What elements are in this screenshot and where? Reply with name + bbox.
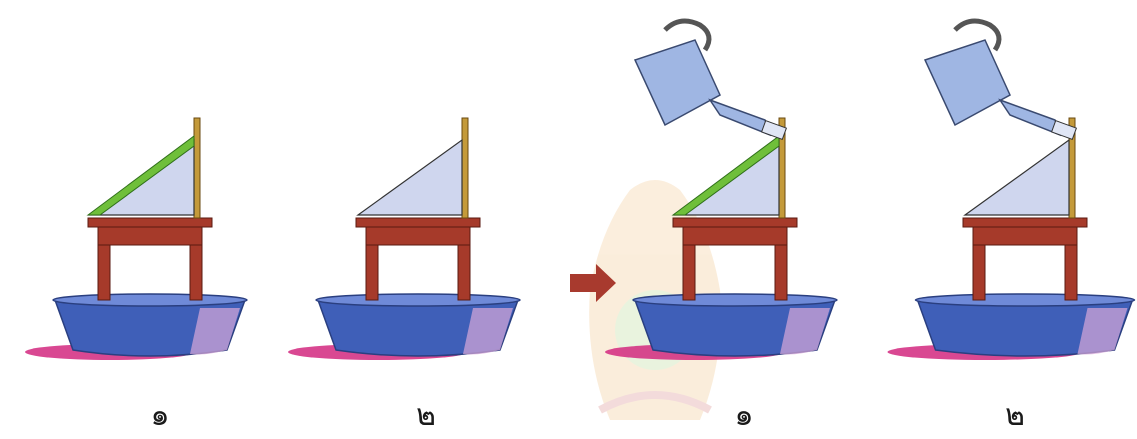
watering-can-icon xyxy=(925,21,1076,139)
table-leg-right xyxy=(775,245,787,300)
can-spout xyxy=(1000,100,1060,135)
panel-label-1: ๑ xyxy=(130,392,190,439)
table-leg-left xyxy=(366,245,378,300)
table-leg-left xyxy=(683,245,695,300)
panel-4 xyxy=(888,21,1135,360)
table-apron xyxy=(98,227,202,245)
table-leg-right xyxy=(458,245,470,300)
table-top xyxy=(963,218,1087,227)
panel-label-4: ๒ xyxy=(985,392,1045,439)
table-top xyxy=(88,218,212,227)
can-spout xyxy=(710,100,770,135)
table-leg-left xyxy=(973,245,985,300)
table-apron xyxy=(366,227,470,245)
table-top xyxy=(356,218,480,227)
can-body xyxy=(635,40,720,125)
table-leg-right xyxy=(190,245,202,300)
table-top xyxy=(673,218,797,227)
basin-rim xyxy=(916,294,1135,306)
can-body xyxy=(925,40,1010,125)
basin-rim xyxy=(316,294,520,306)
panel-1 xyxy=(25,118,247,360)
slope-board xyxy=(358,140,462,215)
panel-label-2: ๒ xyxy=(396,392,456,439)
slope-board xyxy=(965,140,1069,215)
support-pole xyxy=(462,118,468,218)
table-apron xyxy=(683,227,787,245)
support-pole xyxy=(194,118,200,218)
table-apron xyxy=(973,227,1077,245)
table-leg-left xyxy=(98,245,110,300)
basin-rim xyxy=(53,294,247,306)
erosion-experiment-diagram xyxy=(0,0,1137,430)
table-leg-right xyxy=(1065,245,1077,300)
watering-can-icon xyxy=(635,21,786,139)
basin-rim xyxy=(633,294,837,306)
panel-2 xyxy=(288,118,520,360)
panel-label-3: ๑ xyxy=(714,392,774,439)
